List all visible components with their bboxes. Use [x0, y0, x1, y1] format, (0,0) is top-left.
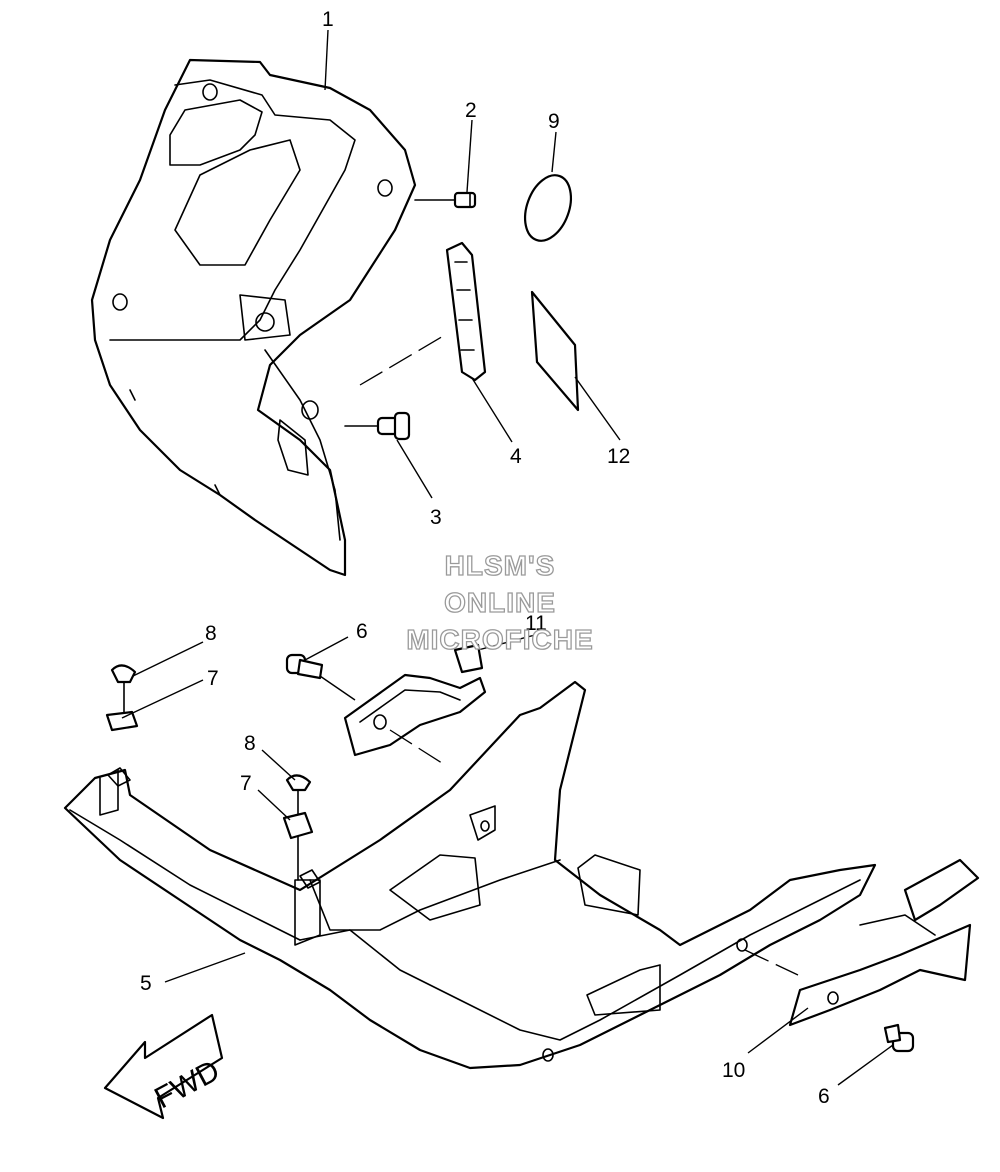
part-7-8-fastener-center: [282, 774, 314, 881]
part-6-screw-upper: [285, 653, 356, 701]
part-6-screw-lower: [883, 1023, 915, 1053]
callout-2: 2: [465, 99, 477, 122]
part-2-screw: [414, 191, 477, 209]
part-12-label: [530, 290, 580, 412]
callout-4: 4: [510, 445, 522, 468]
watermark-line-2: ONLINE: [444, 587, 556, 618]
part-1-leg-shield: [90, 58, 417, 577]
callout-8-center: 8: [244, 732, 256, 755]
watermark-line-3: MICROFICHE: [406, 624, 593, 655]
callout-6-upper: 6: [356, 620, 368, 643]
callout-7-center: 7: [240, 772, 252, 795]
callout-11: 11: [525, 612, 547, 635]
watermark: HLSM'S ONLINE MICROFICHE: [406, 549, 594, 655]
part-4-plate: [359, 241, 487, 386]
leader-lines: [121, 29, 894, 1086]
fwd-arrow: FWD: [103, 1013, 225, 1120]
callout-6-lower: 6: [818, 1085, 830, 1108]
callout-labels: 1 2 3 4 5 6 6 7 7 8 8 9 10 11 12: [140, 8, 830, 1108]
callout-5: 5: [140, 972, 152, 995]
watermark-line-1: HLSM'S: [445, 550, 556, 581]
callout-12: 12: [607, 445, 630, 468]
part-11-bracket: [343, 643, 487, 766]
callout-8-left: 8: [205, 622, 217, 645]
part-10-bracket: [744, 858, 980, 1027]
part-7-8-fastener-left: [105, 664, 139, 732]
callout-7-left: 7: [207, 667, 219, 690]
part-9-cap: [523, 174, 573, 242]
part-3-screw: [344, 411, 411, 441]
callout-9: 9: [548, 110, 560, 133]
part-5-floor-panel: [63, 680, 877, 1070]
callout-10: 10: [722, 1059, 745, 1082]
callout-3: 3: [430, 506, 442, 529]
callout-1: 1: [322, 8, 334, 31]
